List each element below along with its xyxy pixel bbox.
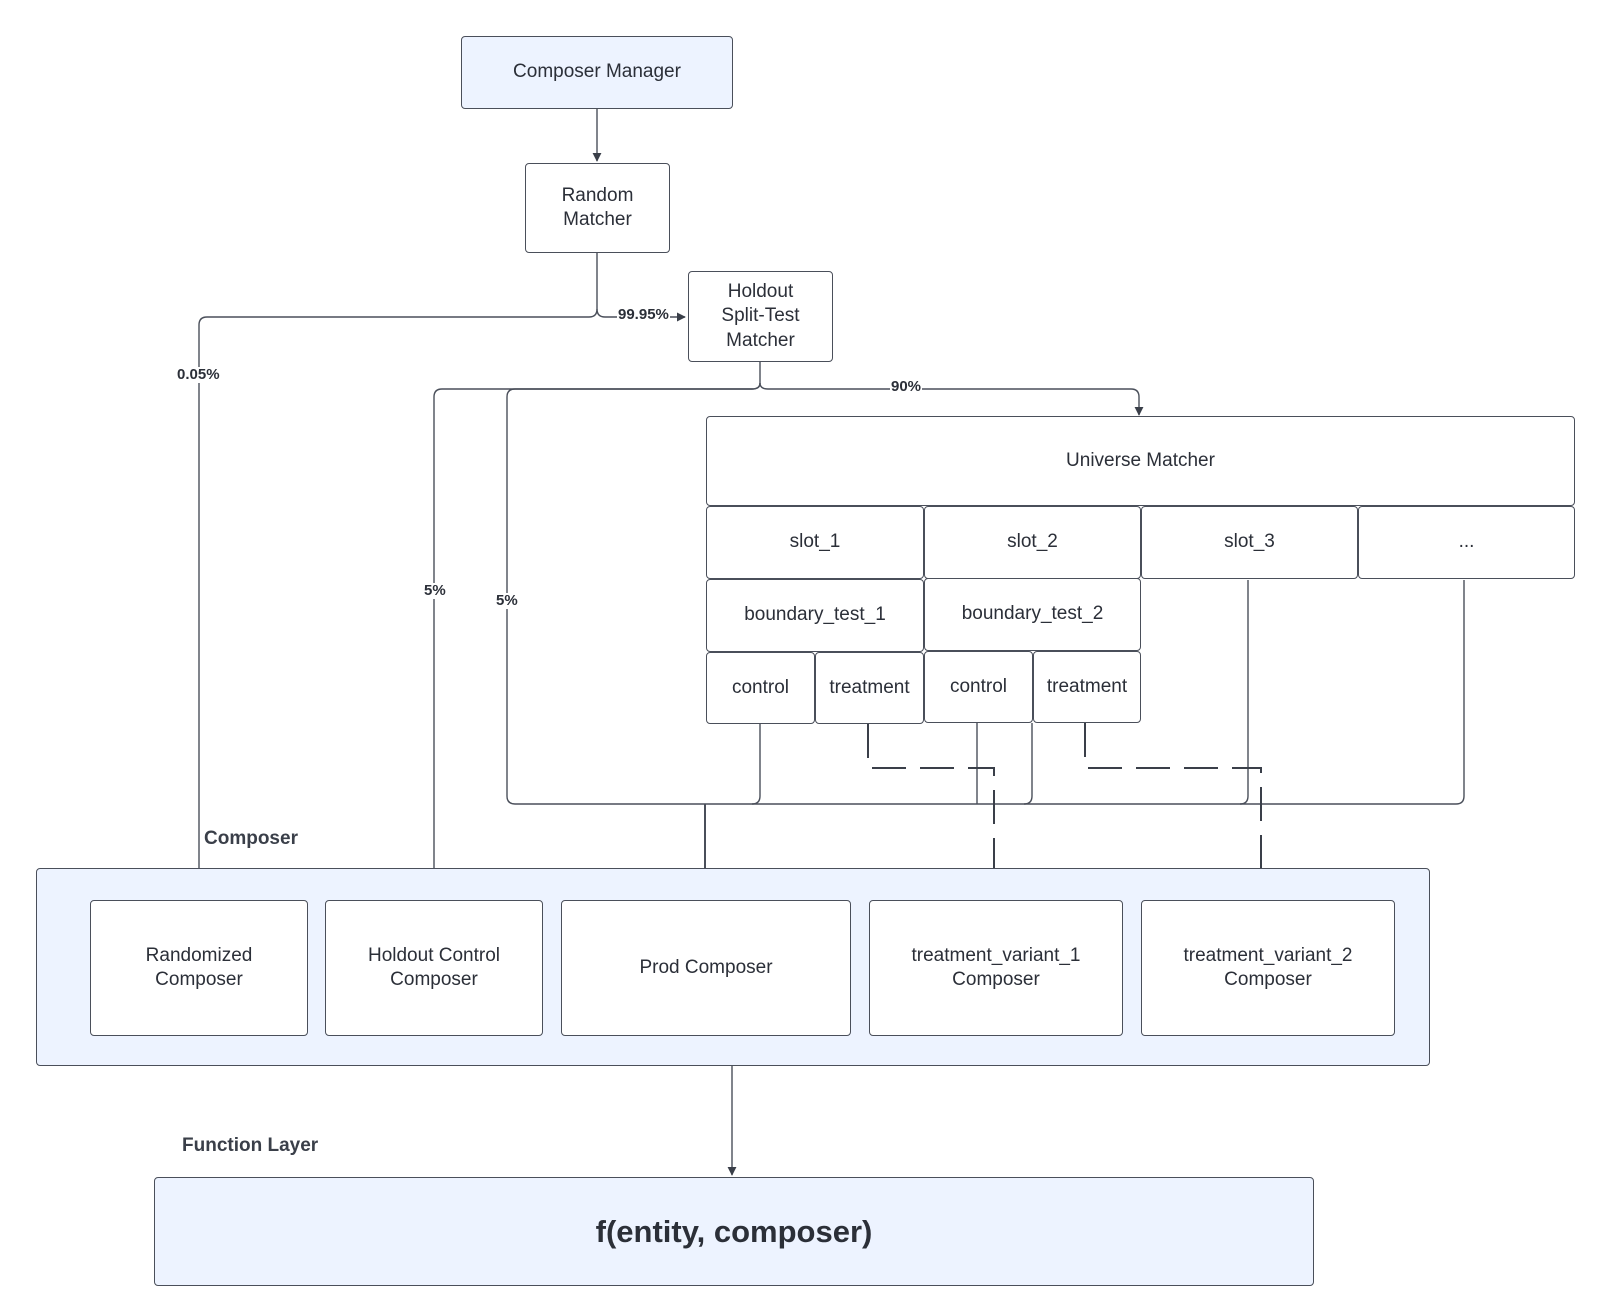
function-layer-label: Function Layer bbox=[182, 1135, 319, 1156]
treatment-arm-1-node: treatment bbox=[815, 652, 924, 724]
edge-control-1 bbox=[751, 724, 761, 805]
edge-holdout-to-universe bbox=[759, 382, 1144, 416]
random-matcher-node: Random Matcher bbox=[525, 163, 670, 253]
edge-label-99-95-percent: 99.95% bbox=[617, 306, 670, 323]
universe-matcher-node: Universe Matcher bbox=[706, 416, 1575, 506]
edge-label-5-percent-prod: 5% bbox=[495, 592, 519, 609]
edge-boundary-2-divider bbox=[1023, 723, 1033, 805]
function-layer-box: f(entity, composer) bbox=[154, 1177, 1314, 1286]
composer-manager-node: Composer Manager bbox=[461, 36, 733, 109]
composer-section-label: Composer bbox=[204, 828, 298, 849]
boundary-test-2-node: boundary_test_2 bbox=[924, 578, 1141, 651]
edge-label-90-percent: 90% bbox=[890, 378, 923, 395]
control-arm-1-node: control bbox=[706, 652, 815, 724]
function-formula: f(entity, composer) bbox=[595, 1213, 873, 1249]
treatment-variant-1-composer-node: treatment_variant_1 Composer bbox=[869, 900, 1123, 1036]
treatment-variant-2-composer-node: treatment_variant_2 Composer bbox=[1141, 900, 1395, 1036]
slot-1-node: slot_1 bbox=[706, 506, 924, 579]
slot-more-node: ... bbox=[1358, 506, 1575, 579]
randomized-composer-node: Randomized Composer bbox=[90, 900, 308, 1036]
edge-treatment-2-to-variant-2 bbox=[1084, 723, 1266, 899]
edge-random-to-holdout bbox=[596, 308, 686, 322]
holdout-split-test-matcher-node: Holdout Split-Test Matcher bbox=[688, 271, 833, 362]
prod-composer-node: Prod Composer bbox=[561, 900, 851, 1036]
slot-3-node: slot_3 bbox=[1141, 506, 1358, 579]
edge-random-to-randomized-composer bbox=[194, 253, 598, 899]
edge-label-5-percent-holdout-control: 5% bbox=[423, 582, 447, 599]
control-arm-2-node: control bbox=[924, 651, 1033, 723]
edge-slot-3 bbox=[1239, 580, 1249, 805]
slot-2-node: slot_2 bbox=[924, 506, 1141, 579]
holdout-control-composer-node: Holdout Control Composer bbox=[325, 900, 543, 1036]
treatment-arm-2-node: treatment bbox=[1033, 651, 1141, 723]
edge-label-0-05-percent: 0.05% bbox=[176, 366, 221, 383]
edge-holdout-to-prod-5pct bbox=[506, 382, 1465, 805]
edge-treatment-1-to-variant-1 bbox=[867, 724, 999, 899]
boundary-test-1-node: boundary_test_1 bbox=[706, 579, 924, 652]
